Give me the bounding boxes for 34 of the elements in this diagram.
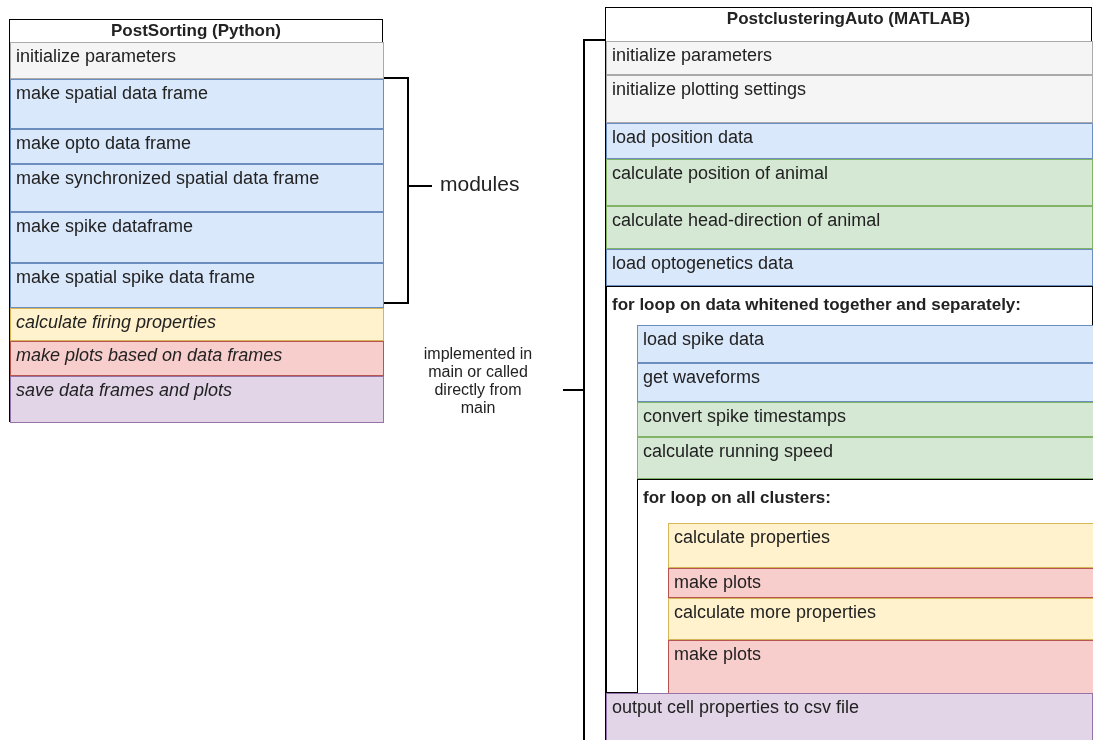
- section-panel: [606, 286, 1093, 693]
- step-box: convert spike timestamps: [637, 402, 1093, 437]
- section-title: for loop on data whitened together and separately:: [612, 295, 1021, 316]
- step-box: initialize plotting settings: [606, 75, 1093, 123]
- section-panel: [637, 479, 1093, 694]
- bracket-label: modules: [440, 172, 521, 196]
- section-panel: [9, 19, 383, 422]
- step-box: initialize parameters: [10, 42, 384, 79]
- step-box: make synchronized spatial data frame: [10, 164, 384, 212]
- step-box: make plots: [668, 640, 1093, 695]
- step-box: get waveforms: [637, 363, 1093, 402]
- step-box: make opto data frame: [10, 129, 384, 164]
- step-box: calculate more properties: [668, 598, 1093, 640]
- step-box: make plots: [668, 568, 1093, 598]
- note-text: implemented in main or called directly from main: [422, 345, 534, 417]
- step-box: calculate position of animal: [606, 159, 1093, 206]
- step-box: calculate firing properties: [10, 308, 384, 341]
- step-box: calculate running speed: [637, 437, 1093, 479]
- section-panel: [605, 7, 1092, 740]
- step-box: make spatial spike data frame: [10, 263, 384, 308]
- section-title: PostclusteringAuto (MATLAB): [725, 9, 972, 30]
- step-box: load position data: [606, 123, 1093, 159]
- section-title: for loop on all clusters:: [643, 488, 831, 509]
- step-box: initialize parameters: [606, 41, 1093, 75]
- step-box: make plots based on data frames: [10, 341, 384, 376]
- step-box: make spike dataframe: [10, 212, 384, 263]
- section-title: PostSorting (Python): [110, 21, 282, 42]
- step-box: load spike data: [637, 325, 1093, 363]
- step-box: output cell properties to csv file: [606, 693, 1093, 740]
- step-box: save data frames and plots: [10, 376, 384, 423]
- step-box: calculate properties: [668, 523, 1093, 568]
- step-box: calculate head-direction of animal: [606, 206, 1093, 249]
- step-box: load optogenetics data: [606, 249, 1093, 286]
- step-box: make spatial data frame: [10, 79, 384, 129]
